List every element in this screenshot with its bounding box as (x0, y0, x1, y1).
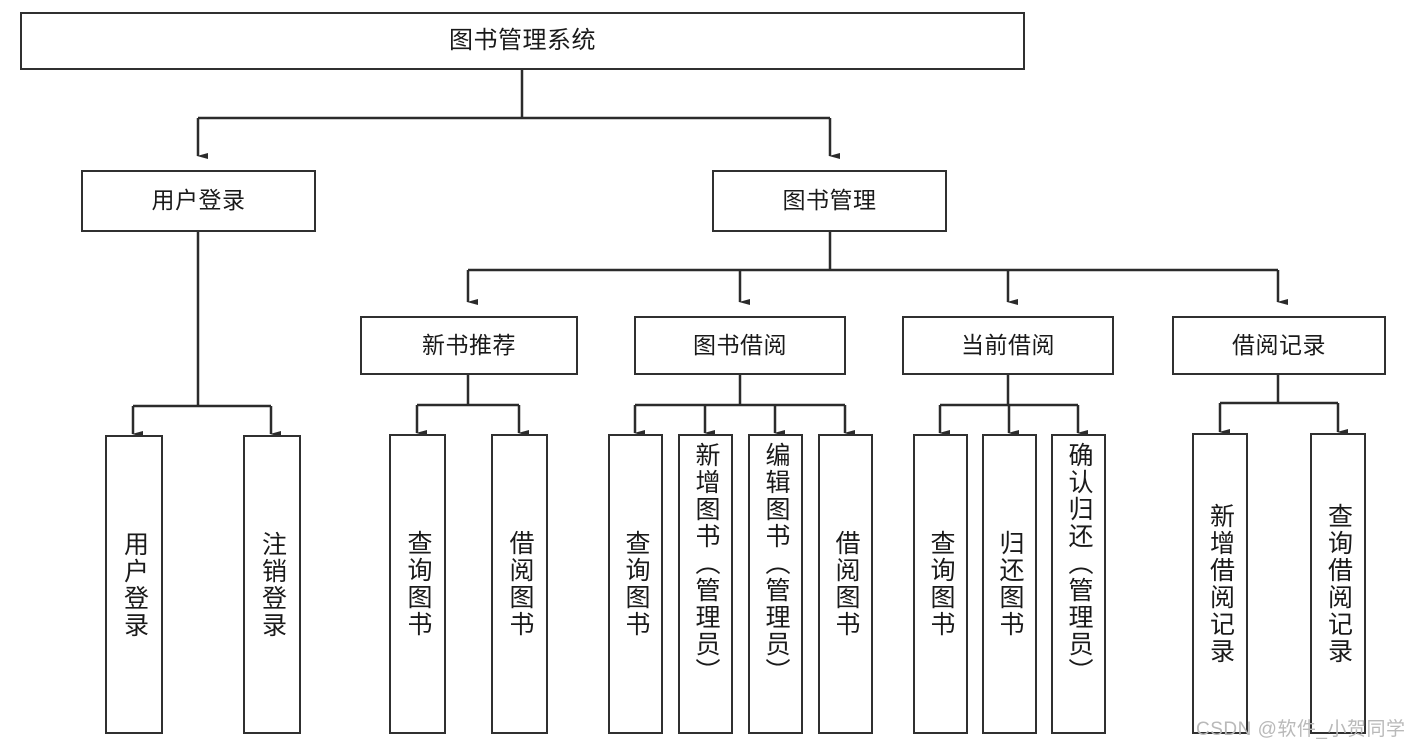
node-book-borrow-label: 图书借阅 (693, 331, 787, 358)
node-leaf-edit-book-label: 编辑图书（管理员） (762, 442, 790, 685)
node-current-borrow-label: 当前借阅 (961, 331, 1055, 358)
node-leaf-query-book-2-label: 查询图书 (622, 530, 650, 638)
node-user-login[interactable]: 用户登录 (81, 170, 316, 232)
node-leaf-add-book[interactable]: 新增图书（管理员） (678, 434, 733, 734)
node-leaf-user-login-label: 用户登录 (120, 530, 149, 639)
node-book-management-label: 图书管理 (782, 187, 877, 214)
node-leaf-add-book-label: 新增图书（管理员） (692, 442, 720, 685)
node-leaf-return-book-label: 归还图书 (996, 530, 1024, 638)
node-leaf-confirm-return-label: 确认归还（管理员） (1065, 442, 1093, 685)
node-leaf-edit-book[interactable]: 编辑图书（管理员） (748, 434, 803, 734)
node-leaf-borrow-book-2-label: 借阅图书 (832, 530, 860, 638)
node-leaf-query-book-2[interactable]: 查询图书 (608, 434, 663, 734)
node-leaf-logout[interactable]: 注销登录 (243, 435, 301, 734)
node-leaf-borrow-book-2[interactable]: 借阅图书 (818, 434, 873, 734)
node-leaf-confirm-return[interactable]: 确认归还（管理员） (1051, 434, 1106, 734)
node-leaf-query-record-label: 查询借阅记录 (1324, 502, 1353, 665)
node-leaf-user-login[interactable]: 用户登录 (105, 435, 163, 734)
node-book-management[interactable]: 图书管理 (712, 170, 947, 232)
node-leaf-query-book-3[interactable]: 查询图书 (913, 434, 968, 734)
node-leaf-add-record[interactable]: 新增借阅记录 (1192, 433, 1248, 734)
node-leaf-query-book-1[interactable]: 查询图书 (389, 434, 446, 734)
node-leaf-logout-label: 注销登录 (258, 530, 287, 639)
node-current-borrow[interactable]: 当前借阅 (902, 316, 1114, 375)
node-root-system-label: 图书管理系统 (449, 26, 596, 54)
node-leaf-return-book[interactable]: 归还图书 (982, 434, 1037, 734)
node-leaf-query-book-1-label: 查询图书 (404, 530, 432, 638)
node-borrow-record-label: 借阅记录 (1232, 331, 1326, 358)
node-new-book-recommend[interactable]: 新书推荐 (360, 316, 578, 375)
node-leaf-borrow-book-1-label: 借阅图书 (506, 530, 534, 638)
node-book-borrow[interactable]: 图书借阅 (634, 316, 846, 375)
node-new-book-recommend-label: 新书推荐 (422, 331, 516, 358)
node-root-system[interactable]: 图书管理系统 (20, 12, 1025, 70)
node-borrow-record[interactable]: 借阅记录 (1172, 316, 1386, 375)
node-leaf-query-book-3-label: 查询图书 (927, 530, 955, 638)
node-leaf-add-record-label: 新增借阅记录 (1206, 502, 1235, 665)
node-leaf-borrow-book-1[interactable]: 借阅图书 (491, 434, 548, 734)
node-user-login-label: 用户登录 (151, 187, 246, 214)
node-leaf-query-record[interactable]: 查询借阅记录 (1310, 433, 1366, 734)
